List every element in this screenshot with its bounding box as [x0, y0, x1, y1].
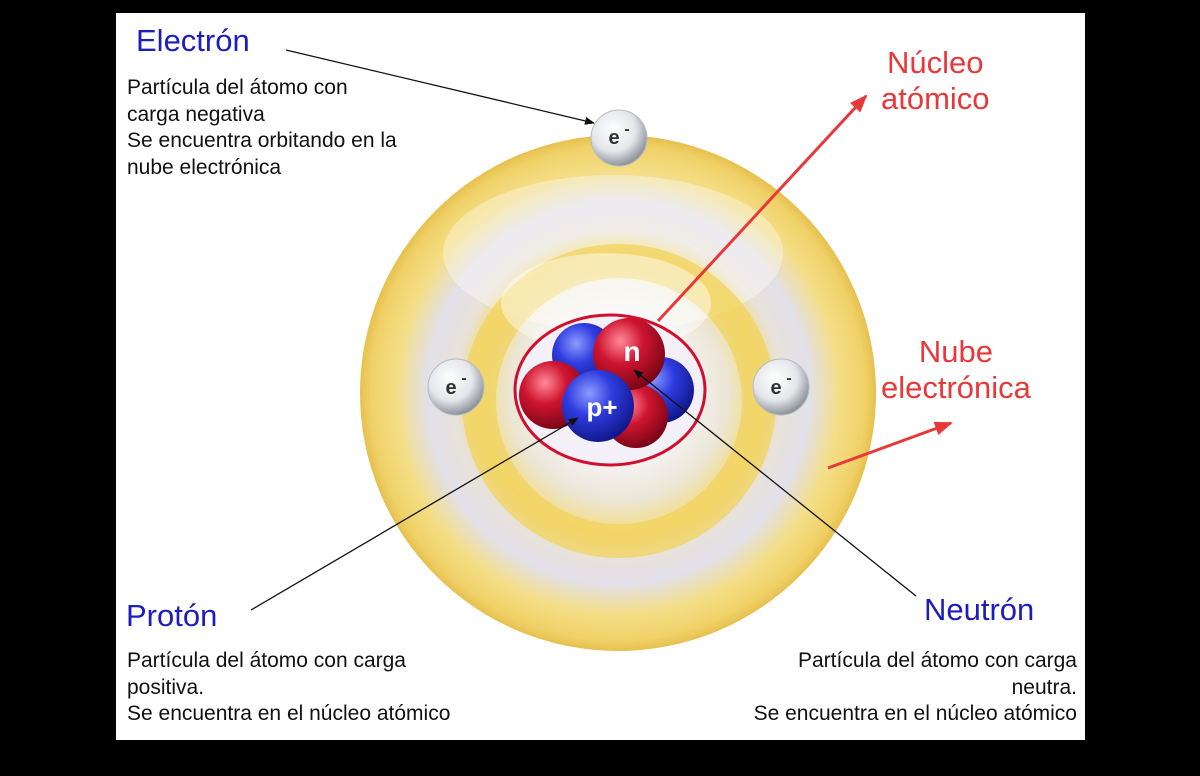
cloud-title-line: Nube: [918, 334, 994, 369]
nucleus-title: Núcleo atómico: [881, 45, 990, 116]
electron-left: e -: [427, 358, 485, 416]
neutron-sphere: [593, 318, 665, 390]
proton-title: Protón: [126, 598, 218, 633]
electron-right: e -: [752, 358, 810, 416]
nucleus-title-line: atómico: [881, 80, 990, 116]
proton-symbol: p+: [586, 392, 617, 422]
electron-desc-line: nube electrónica: [127, 155, 282, 179]
proton-description: Partícula del átomo con carga positiva. …: [127, 648, 450, 728]
nucleus-pointer: [656, 94, 868, 323]
cloud-pointer: [827, 421, 953, 470]
electron-desc-line: Partícula del átomo con: [127, 76, 348, 99]
electron-desc-line: carga negativa: [127, 102, 265, 126]
nucleus: n p+: [513, 313, 707, 467]
atom-diagram: n p+ e - e - e -: [250, 49, 953, 651]
proton-desc-line: positiva.: [127, 675, 205, 699]
neutron-description: Partícula del átomo con carga neutra. Se…: [754, 648, 1077, 728]
neutron-title: Neutrón: [924, 592, 1035, 627]
proton-sphere: [562, 370, 634, 442]
neutron-desc-line: neutra.: [1011, 675, 1077, 699]
cloud-title: Nube electrónica: [881, 334, 1031, 405]
proton-pointer: [250, 417, 579, 611]
cloud-title-line: electrónica: [881, 369, 1031, 405]
electron-pointer: [285, 49, 595, 125]
svg-text:-: -: [786, 370, 791, 387]
neutron-desc-line: Se encuentra en el núcleo atómico: [753, 702, 1077, 726]
neutron-desc-line: Partícula del átomo con carga: [798, 649, 1077, 672]
svg-text:e: e: [445, 377, 456, 399]
svg-text:-: -: [624, 121, 629, 138]
neutron-symbol: n: [623, 336, 640, 367]
nucleus-title-line: Núcleo: [887, 45, 984, 80]
electron-desc-line: Se encuentra orbitando en la: [127, 129, 397, 153]
proton-desc-line: Partícula del átomo con carga: [127, 649, 406, 672]
electron-description: Partícula del átomo con carga negativa S…: [127, 75, 397, 182]
electron-title: Electrón: [136, 23, 250, 58]
diagram-canvas: n p+ e - e - e - Electrón Partícula del …: [116, 13, 1085, 740]
svg-text:-: -: [461, 370, 466, 387]
neutron-pointer: [633, 369, 917, 597]
proton-desc-line: Se encuentra en el núcleo atómico: [127, 702, 451, 726]
electron-top: e -: [590, 109, 648, 167]
svg-text:e: e: [770, 377, 781, 399]
svg-text:e: e: [608, 127, 619, 149]
